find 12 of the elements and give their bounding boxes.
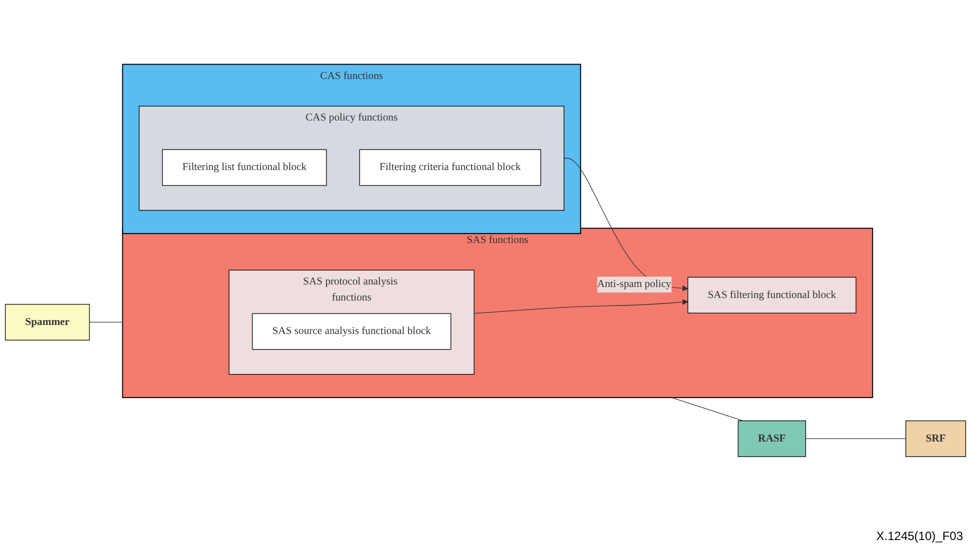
node-box: Filtering list functional block: [162, 148, 327, 186]
connector: [89, 321, 123, 322]
node-box: RASF: [738, 420, 806, 456]
node-box: SRF: [905, 420, 966, 456]
figure-id: X.1245(10)_F03: [876, 529, 963, 543]
node-box: SAS source analysis functional block: [252, 312, 452, 350]
edge-label: Anti-spam policy: [597, 278, 672, 290]
node-box: Filtering criteria functional block: [359, 148, 542, 186]
connector: [805, 438, 906, 439]
node-box: SAS filtering functional block: [688, 276, 856, 313]
node-box: Spammer: [4, 303, 90, 340]
arrow: [474, 298, 688, 314]
